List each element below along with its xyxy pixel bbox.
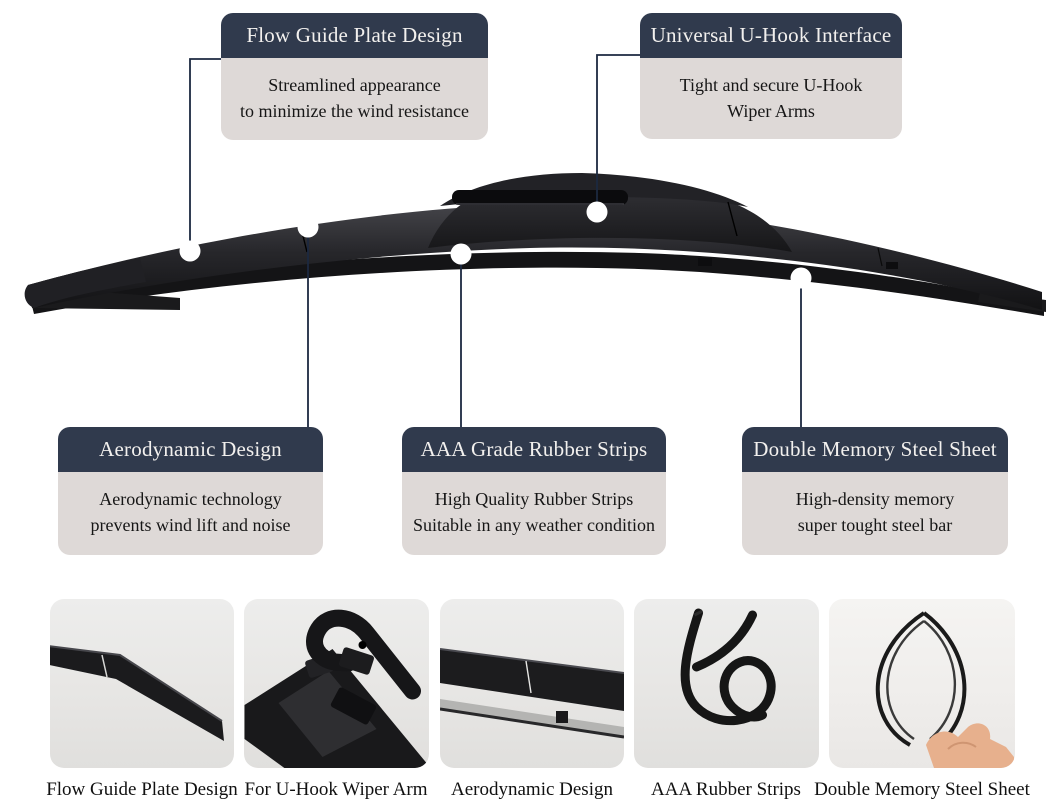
callout-u-hook-interface: Universal U-Hook Interface Tight and sec…	[640, 13, 902, 139]
marker-dot-steel	[790, 267, 812, 289]
callout-body: High-density memory super tought steel b…	[742, 472, 1008, 555]
thumbnail-steel-sheet	[829, 599, 1015, 768]
callout-body-line: High-density memory	[795, 489, 955, 509]
rubber-strip	[30, 251, 1044, 316]
callout-body-line: Aerodynamic technology	[99, 489, 282, 509]
callout-body: Tight and secure U-Hook Wiper Arms	[640, 58, 902, 139]
thumbnail-aerodynamic	[440, 599, 624, 768]
callout-title: Double Memory Steel Sheet	[742, 427, 1008, 472]
callout-body-line: prevents wind lift and noise	[90, 515, 291, 535]
callout-title: Flow Guide Plate Design	[221, 13, 488, 58]
marker-dot-flow-guide	[179, 240, 201, 262]
callout-rubber-strips: AAA Grade Rubber Strips High Quality Rub…	[402, 427, 666, 555]
callout-body: Streamlined appearance to minimize the w…	[221, 58, 488, 140]
connector-u-hook	[596, 54, 640, 212]
thumbnail-caption: AAA Rubber Strips	[651, 779, 801, 800]
callout-title: Universal U-Hook Interface	[640, 13, 902, 58]
blade-band	[28, 203, 1042, 310]
thumbnail-caption: Flow Guide Plate Design	[46, 779, 238, 800]
thumbnail-caption: Aerodynamic Design	[451, 779, 613, 800]
flow-guide-plate-closeup-image	[50, 645, 224, 741]
double-steel-sheet-hand-image	[875, 611, 1014, 768]
rubber-strip-loop-image	[680, 608, 776, 726]
callout-body-line: Streamlined appearance	[268, 75, 441, 95]
thumbnail-u-hook	[244, 599, 429, 768]
marker-dot-u-hook	[586, 201, 608, 223]
callout-aerodynamic: Aerodynamic Design Aerodynamic technolog…	[58, 427, 323, 555]
callout-body-line: Tight and secure U-Hook	[679, 75, 863, 95]
thumbnail-flow-guide-plate	[50, 599, 234, 768]
marker-dot-rubber	[450, 243, 472, 265]
thumbnail-caption: Double Memory Steel Sheet	[814, 779, 1030, 800]
u-hook-connector-closeup-image	[244, 609, 429, 768]
thumbnail-caption: For U-Hook Wiper Arm	[244, 779, 428, 800]
callout-flow-guide-plate: Flow Guide Plate Design Streamlined appe…	[221, 13, 488, 140]
marker-dot-aerodynamic	[297, 216, 319, 238]
thumbnail-rubber-strip	[634, 599, 819, 768]
callout-body-line: High Quality Rubber Strips	[434, 489, 634, 509]
u-hook-slot	[452, 190, 628, 205]
marker-dots	[179, 201, 812, 289]
callout-steel-sheet: Double Memory Steel Sheet High-density m…	[742, 427, 1008, 555]
callout-title: Aerodynamic Design	[58, 427, 323, 472]
callout-body-line: super tought steel bar	[797, 515, 953, 535]
callout-title: AAA Grade Rubber Strips	[402, 427, 666, 472]
callout-body-line: Suitable in any weather condition	[413, 515, 655, 535]
connector-flow-guide	[189, 58, 221, 251]
aerodynamic-blade-closeup-image	[440, 648, 624, 739]
blade-end-cap-left	[24, 258, 146, 308]
callout-body-line: to minimize the wind resistance	[240, 101, 469, 121]
callout-body: High Quality Rubber Strips Suitable in a…	[402, 472, 666, 555]
callout-body-line: Wiper Arms	[727, 101, 815, 121]
callout-body: Aerodynamic technology prevents wind lif…	[58, 472, 323, 555]
